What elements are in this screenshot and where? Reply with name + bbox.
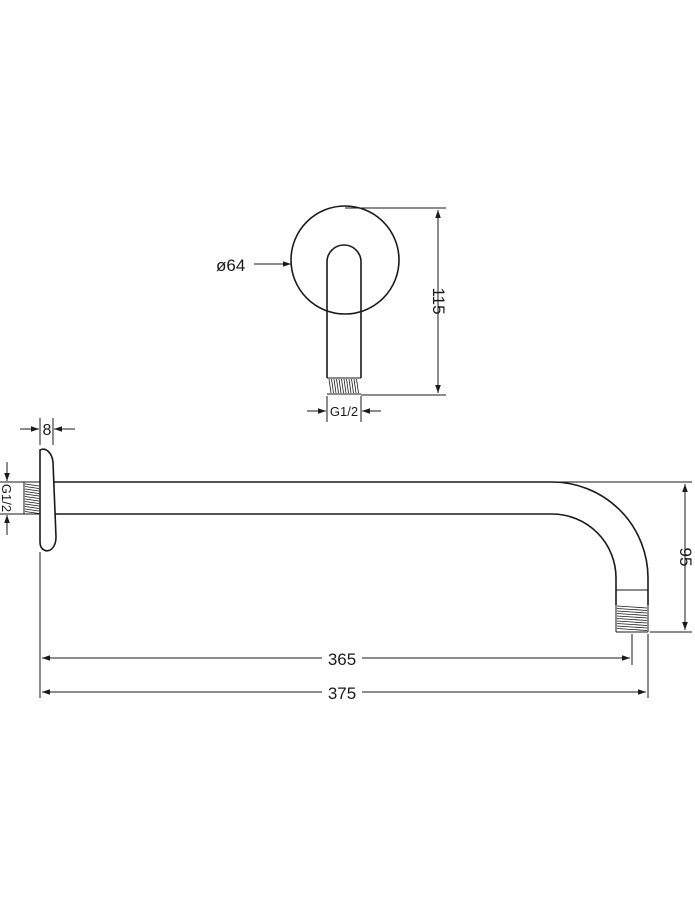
outlet-thread-hatch	[616, 605, 648, 631]
thread-line	[616, 628, 648, 631]
dimension-arm-lengths: 365 375	[39, 552, 649, 703]
thread-line	[24, 511, 40, 514]
drop-height-label: 95	[676, 548, 695, 567]
side-thread-label: G1/2	[0, 484, 14, 512]
thread-line	[616, 623, 648, 626]
front-view	[290, 205, 400, 395]
front-arm-outline	[326, 244, 362, 378]
thread-line	[24, 503, 40, 507]
thread-line	[616, 605, 648, 609]
dimension-front-thread: G1/2	[307, 396, 381, 422]
thread-line	[24, 496, 40, 499]
thread-line	[336, 378, 339, 394]
thread-line	[356, 378, 359, 394]
thread-line	[24, 498, 40, 502]
dimension-drop-height: 95	[560, 481, 695, 633]
thread-line	[341, 378, 344, 394]
front-flange-circle	[290, 205, 400, 315]
thread-line	[333, 378, 337, 394]
side-flange	[39, 448, 57, 552]
arm-length-inner-label: 365	[328, 650, 356, 669]
thread-line	[616, 625, 648, 629]
thread-line	[616, 610, 648, 614]
thread-line	[331, 378, 334, 394]
thread-line	[351, 378, 354, 394]
thread-line	[616, 608, 648, 611]
thread-line	[353, 378, 357, 394]
thread-line	[24, 493, 40, 497]
dimension-front-height: 115	[345, 207, 448, 396]
thread-line	[24, 508, 40, 512]
thread-line	[24, 483, 40, 487]
dimension-flange-thickness: 8	[20, 418, 75, 445]
arm-length-total-label: 375	[328, 684, 356, 703]
thread-line	[24, 491, 40, 494]
thread-line	[346, 378, 349, 394]
thread-line	[24, 506, 40, 509]
thread-line	[616, 618, 648, 621]
flange-thickness-label: 8	[43, 422, 52, 439]
front-height-label: 115	[429, 287, 448, 314]
dimension-side-thread: G1/2	[0, 462, 24, 535]
thread-line	[24, 501, 40, 504]
side-arm-outline	[53, 481, 649, 605]
side-view	[23, 448, 649, 633]
front-thread-label: G1/2	[330, 404, 358, 419]
thread-line	[616, 613, 648, 616]
thread-line	[328, 378, 332, 394]
thread-line	[338, 378, 342, 394]
flange-diameter-label: ø64	[216, 256, 245, 275]
thread-line	[616, 615, 648, 619]
dimension-flange-diameter: ø64	[216, 256, 291, 275]
thread-line	[616, 620, 648, 624]
thread-line	[24, 488, 40, 492]
thread-line	[24, 486, 40, 489]
thread-line	[348, 378, 352, 394]
front-thread-hatch	[328, 378, 359, 394]
side-thread-hatch	[24, 483, 40, 514]
thread-line	[343, 378, 347, 394]
